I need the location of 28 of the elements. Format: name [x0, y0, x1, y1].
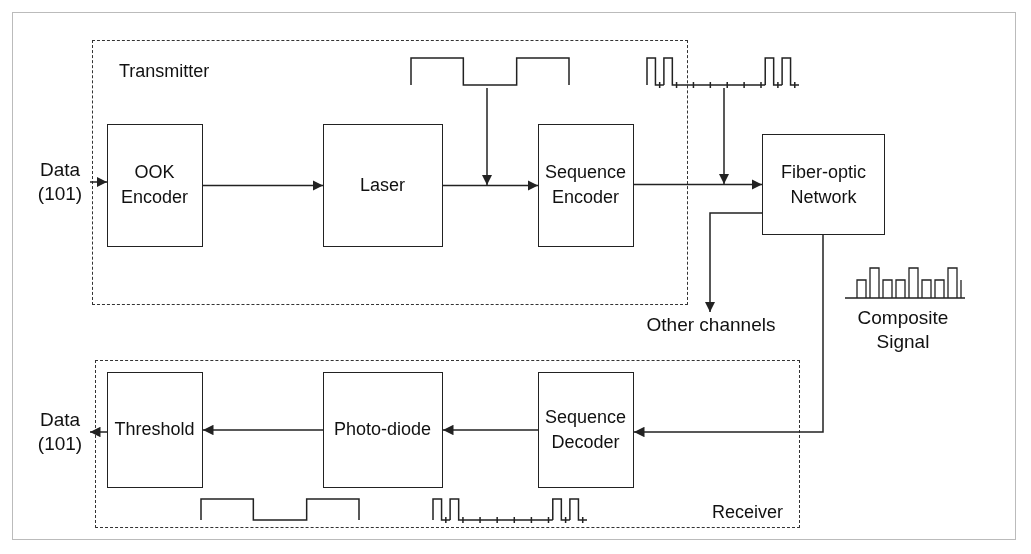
process-box: OOK Encoder — [106, 123, 203, 247]
dashed-group-box — [92, 40, 688, 305]
arrow — [704, 212, 763, 313]
waveform-drawing — [646, 56, 802, 88]
process-box: Sequence Decoder — [537, 371, 634, 488]
process-box: Sequence Encoder — [537, 123, 634, 247]
arrow — [481, 87, 493, 186]
arrow — [202, 424, 324, 436]
arrow — [633, 179, 763, 190]
signal-caption: Composite Signal — [856, 306, 950, 354]
node-text: Data (101) — [30, 402, 90, 462]
process-box: Laser — [322, 123, 443, 247]
node-text: Data (101) — [30, 152, 90, 212]
arrow — [89, 176, 108, 188]
process-box: Threshold — [106, 371, 203, 488]
arrow — [442, 424, 539, 436]
arrow — [89, 426, 108, 438]
node-text: Other channels — [636, 312, 786, 338]
process-box: Fiber-optic Network — [762, 134, 885, 235]
group-title: Receiver — [711, 502, 783, 523]
arrow — [442, 180, 539, 191]
waveform-drawing — [409, 55, 570, 88]
arrow — [718, 87, 730, 185]
dashed-group-box — [95, 360, 800, 528]
arrow — [202, 180, 324, 191]
process-box: Photo-diode — [322, 371, 443, 488]
group-title: Transmitter — [119, 61, 210, 82]
arrow — [633, 234, 824, 438]
